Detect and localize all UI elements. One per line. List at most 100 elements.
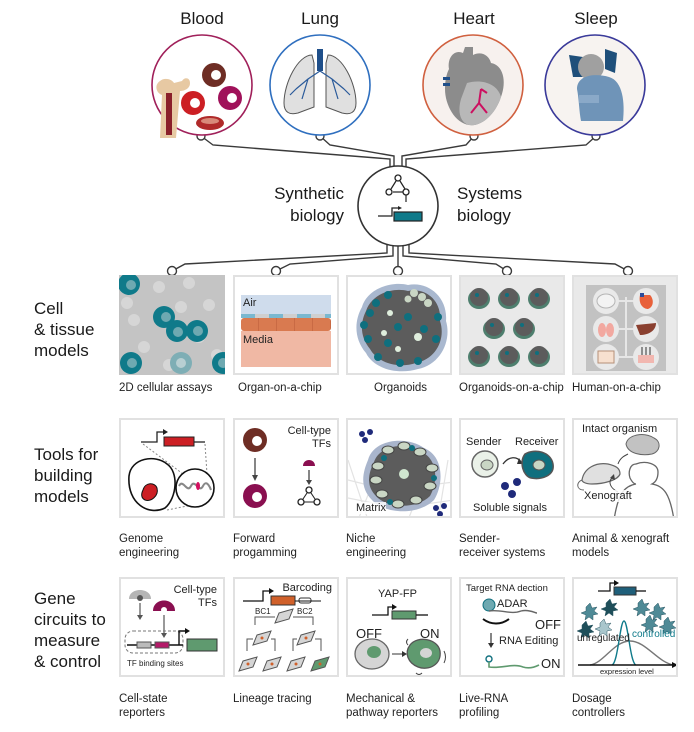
tf-binding-sites-label: TF binding sites <box>127 659 184 668</box>
matrix-label: Matrix <box>356 502 386 514</box>
caption-forward-programming: Forward progamming <box>233 532 297 560</box>
bc1-label: BC1 <box>255 607 271 616</box>
connector-human-chip <box>408 242 629 272</box>
row-label-line: models <box>34 341 89 360</box>
caption-line: engineering <box>346 547 407 559</box>
mouse-icon <box>581 463 621 485</box>
connector-heart <box>401 135 475 170</box>
brain-icon <box>596 293 616 309</box>
air-label: Air <box>243 297 257 309</box>
connector-sleep <box>405 135 597 170</box>
caption-genome-engineering: Genome engineering <box>119 532 179 560</box>
caption-live-rna-profiling: Live-RNA profiling <box>459 692 508 720</box>
caption-sender-receiver: Sender- receiver systems <box>459 532 545 560</box>
caption-line: Genome <box>119 533 164 545</box>
caption-mechanical-reporters: Mechanical & pathway reporters <box>346 692 438 720</box>
synthetic-line2: biology <box>290 206 344 225</box>
teal-cell-icon <box>119 275 225 374</box>
panel-forward-programming: Cell-type TFs <box>233 418 339 518</box>
caption-organoids-on-a-chip: Organoids-on-a-chip <box>459 381 564 395</box>
niche-engineering-illustration <box>348 429 450 516</box>
yap-gene-icon <box>391 610 417 620</box>
blood-circle <box>151 34 253 138</box>
panel-lineage-tracing: Barcoding BC1 BC2 <box>233 577 339 677</box>
caption-dosage-controllers: Dosage controllers <box>572 692 625 720</box>
caption-line: Organoids-on-a-chip <box>459 382 564 394</box>
animal-xenograft-illustration <box>577 434 674 516</box>
connector-lung <box>319 135 395 170</box>
organ-label-lung: Lung <box>301 9 339 28</box>
caption-line: Lineage tracing <box>233 693 312 705</box>
systems-biology-label: Systems biology <box>457 183 522 227</box>
sleep-circle <box>544 34 646 136</box>
row-label-line: Tools for <box>34 445 99 464</box>
cells-2d-illustration <box>119 275 225 374</box>
panel-animal-xenograft: Intact organism Xenograft <box>572 418 678 518</box>
off-label: OFF <box>356 626 382 641</box>
human-silhouette-icon <box>614 461 674 516</box>
signal-molecules-icon <box>359 429 447 516</box>
rna-off-label: OFF <box>535 617 561 632</box>
target-rna-label: Target RNA dection <box>466 583 548 594</box>
liver-icon <box>636 323 656 335</box>
tf-line1: Cell-type <box>173 584 217 596</box>
rna-on-label: ON <box>541 656 561 671</box>
panel-dosage-controllers: unregulated controlled expression level <box>572 577 678 677</box>
cell-outline-icon <box>128 457 176 512</box>
mechanical-reporter-illustration <box>354 604 446 675</box>
row-label-line: building <box>34 466 93 485</box>
caption-line: Human-on-a-chip <box>572 382 661 394</box>
forward-programming-illustration <box>243 428 321 508</box>
caption-line: Dosage <box>572 693 612 705</box>
caption-line: Live-RNA <box>459 693 509 705</box>
caption-line: Sender- <box>459 533 500 545</box>
caption-line: Mechanical & <box>346 693 416 705</box>
dosage-controller-illustration <box>576 580 676 668</box>
soluble-signal-icon <box>501 478 521 498</box>
row-label-line: measure <box>34 631 101 650</box>
caption-line: 2D cellular assays <box>119 382 213 394</box>
expression-level-label: expression level <box>600 667 654 676</box>
systems-line2: biology <box>457 206 511 225</box>
sleeper-icon <box>578 54 604 80</box>
caption-line: controllers <box>572 707 626 719</box>
caption-line: receiver systems <box>459 547 546 559</box>
maroon-tf-icon <box>153 600 175 611</box>
organoid-chip-illustration <box>468 288 550 367</box>
caption-line: Animal & xenograft <box>572 533 670 545</box>
caption-line: Niche <box>346 533 376 545</box>
synthetic-line1: Synthetic <box>274 184 344 203</box>
network-motif-icon <box>385 174 410 196</box>
row-label-cell-tissue: Cell & tissue models <box>34 298 94 361</box>
caption-organ-on-a-chip: Organ-on-a-chip <box>238 381 322 395</box>
lungs-icon <box>598 323 614 337</box>
row-label-line: & control <box>34 652 102 671</box>
skin-icon <box>638 347 654 363</box>
connector-blood <box>200 135 391 170</box>
cell-type-tfs-label: Cell-type TFs <box>288 425 331 451</box>
sender-label: Sender <box>466 436 502 448</box>
systems-line1: Systems <box>457 184 523 203</box>
caption-line: Organ-on-a-chip <box>238 382 322 394</box>
organoid-well-icon <box>468 288 550 367</box>
organ-label-sleep: Sleep <box>574 9 618 28</box>
barcoding-label: Barcoding <box>282 582 332 594</box>
cell-layer <box>241 318 331 331</box>
hub-circle <box>357 165 439 247</box>
bone-icon <box>156 78 190 138</box>
receiver-label: Receiver <box>515 436 559 448</box>
cell-type-tfs-label: Cell-type TFs <box>174 584 217 610</box>
unregulated-distribution <box>589 640 675 666</box>
caption-line: profiling <box>459 707 500 719</box>
yap-fp-label: YAP-FP <box>378 588 417 600</box>
sender-receiver-illustration <box>471 450 554 498</box>
human-chip-illustration <box>586 285 666 371</box>
lineage-cell-icon <box>238 608 316 672</box>
tf-line2: TFs <box>198 597 217 609</box>
connector-2d <box>171 242 388 272</box>
panel-organ-on-a-chip: Air Media <box>233 275 339 375</box>
rna-editing-label: RNA Editing <box>499 635 559 647</box>
cell-star-icon <box>576 598 676 639</box>
air-layer <box>241 295 331 315</box>
panel-mechanical-reporters: YAP-FP OFF ON <box>346 577 452 677</box>
